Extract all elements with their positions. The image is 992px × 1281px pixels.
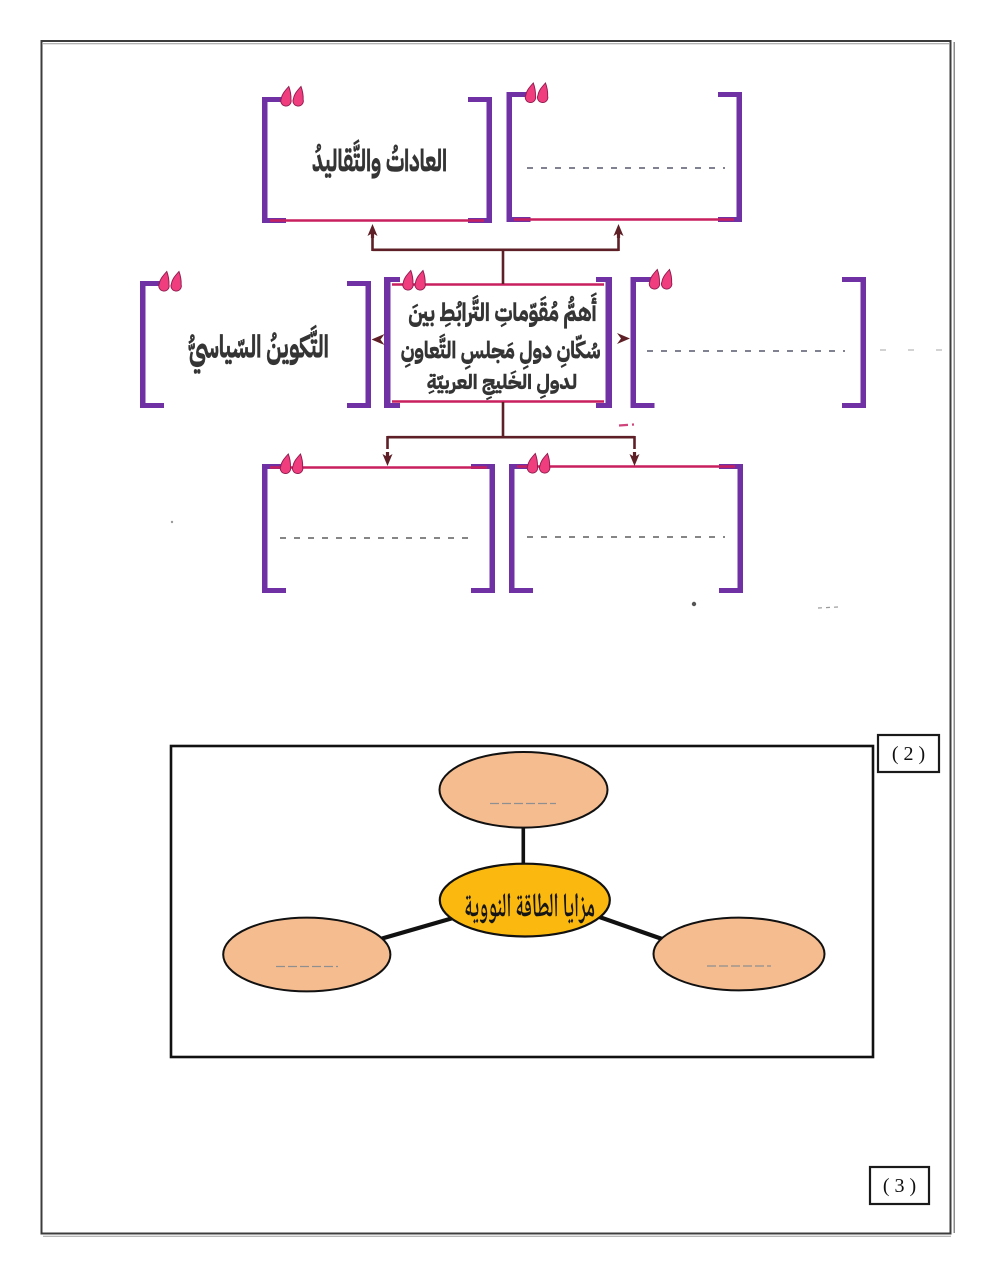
svg-text:( 2 ): ( 2 ) <box>892 743 925 765</box>
svg-text:( 3 ): ( 3 ) <box>883 1175 916 1197</box>
